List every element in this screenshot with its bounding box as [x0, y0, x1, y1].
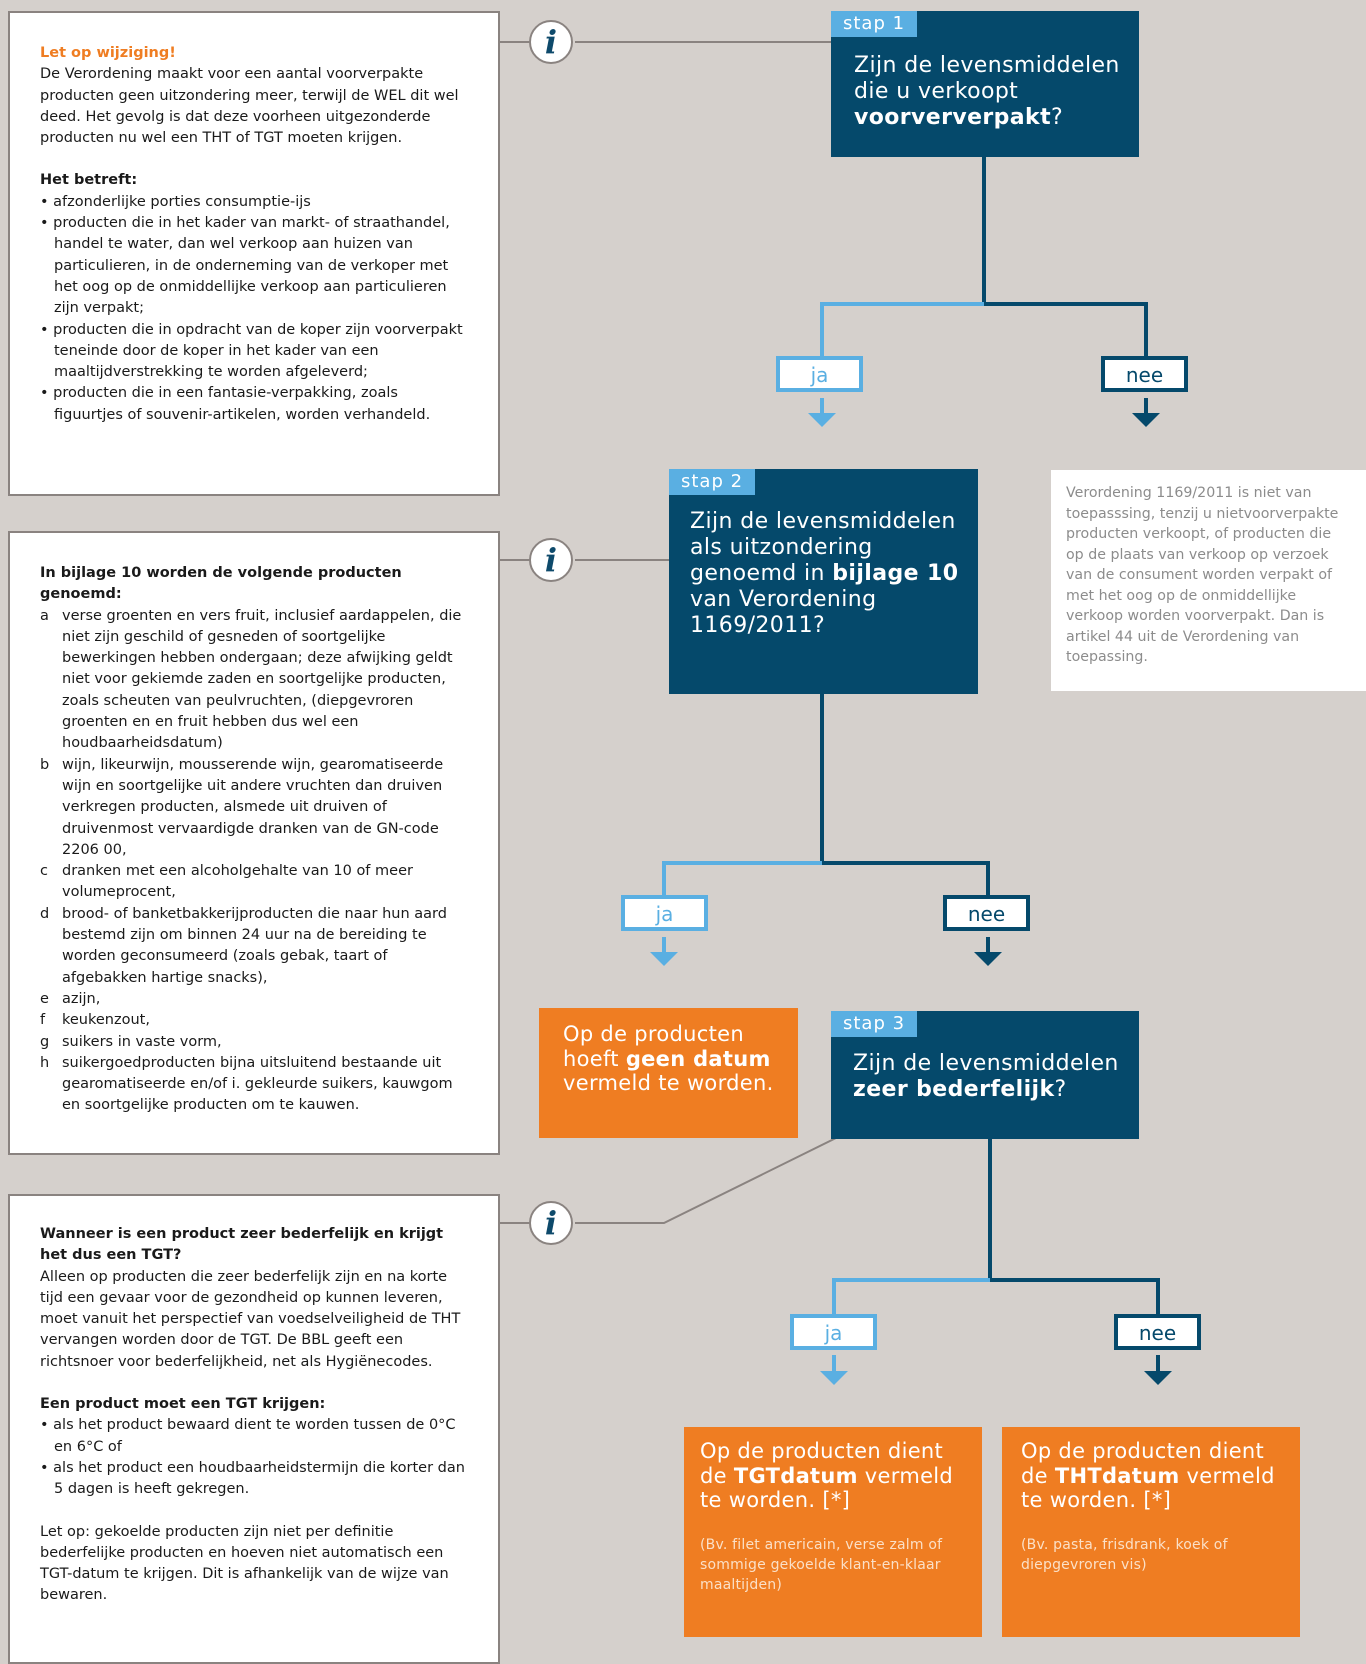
answer-ja-2[interactable]: ja — [621, 895, 708, 931]
list-item: producten die in een fantasie-verpakking… — [40, 383, 470, 426]
list-item: als het product bewaard dient te worden … — [40, 1415, 470, 1458]
info-box-changes: Let op wijziging! De Verordening maakt v… — [8, 11, 500, 496]
info-box-perishable-list: als het product bewaard dient te worden … — [40, 1415, 470, 1500]
info-box-changes-title: Let op wijziging! — [40, 45, 176, 61]
info-box-changes-list: afzonderlijke porties consumptie-ijs pro… — [40, 192, 470, 426]
step-1-box: stap 1 Zijn de levensmiddelen die u verk… — [831, 11, 1139, 157]
info-box-perishable-title: Wanneer is een product zeer bederfelijk … — [40, 1226, 444, 1264]
answer-nee-2[interactable]: nee — [943, 895, 1030, 931]
arrow-nee-2 — [974, 952, 1002, 966]
step-2-question: Zijn de levensmiddelen als uitzondering … — [690, 509, 959, 638]
info-box-changes-intro: De Verordening maakt voor een aantal voo… — [40, 66, 459, 147]
step-3-box: stap 3 Zijn de levensmiddelen zeer beder… — [831, 1011, 1139, 1139]
info-box-changes-subtitle: Het betreft: — [40, 172, 138, 189]
step-3-tag: stap 3 — [831, 1011, 918, 1037]
step3-branch-nee — [990, 1278, 1160, 1315]
outcome-tgt-text: Op de producten dient de TGTdatum vermel… — [700, 1439, 954, 1512]
step-2-tag: stap 2 — [669, 469, 756, 495]
answer-nee-1[interactable]: nee — [1101, 356, 1188, 392]
list-item: als het product een houdbaarheidstermijn… — [40, 1458, 470, 1501]
info-connector-3b — [575, 1137, 837, 1224]
arrow-nee-1 — [1132, 413, 1160, 427]
step-1-tag: stap 1 — [831, 11, 918, 37]
arrow-ja-1 — [808, 413, 836, 427]
step2-branch-nee — [822, 861, 990, 897]
info-icon[interactable]: i — [529, 1201, 573, 1245]
step1-branch-ja — [820, 302, 984, 358]
outcome-tgt-example: (Bv. filet americain, verse zalm of somm… — [700, 1536, 943, 1593]
outcome-tht-example: (Bv. pasta, frisdrank, koek of diepgevro… — [1021, 1536, 1228, 1573]
list-item: producten die in het kader van markt- of… — [40, 213, 470, 319]
step-3-question: Zijn de levensmiddelen zeer bederfelijk? — [853, 1051, 1119, 1102]
answer-nee-3[interactable]: nee — [1114, 1314, 1201, 1350]
info-box-annex10: In bijlage 10 worden de volgende product… — [8, 531, 500, 1155]
step2-branch-ja — [662, 861, 822, 897]
outcome-tht-text: Op de producten dient de THTdatum vermel… — [1021, 1439, 1275, 1512]
list-item: afzonderlijke porties consumptie-ijs — [40, 192, 470, 213]
outcome-tht: Op de producten dient de THTdatum vermel… — [1002, 1427, 1300, 1637]
info-box-perishable-p2: Let op: gekoelde producten zijn niet per… — [40, 1523, 449, 1604]
list-item: producten die in opdracht van de koper z… — [40, 320, 470, 384]
arrow-ja-2 — [650, 952, 678, 966]
step-2-box: stap 2 Zijn de levensmiddelen als uitzon… — [669, 469, 978, 694]
outcome-no-date: Op de producten hoeft geen datum vermeld… — [539, 1008, 798, 1138]
arrow-ja-3 — [820, 1371, 848, 1385]
info-icon[interactable]: i — [529, 20, 573, 64]
arrow-nee-3 — [1144, 1371, 1172, 1385]
answer-ja-3[interactable]: ja — [790, 1314, 877, 1350]
step-1-question: Zijn de levensmiddelen die u verkoopt vo… — [854, 53, 1120, 130]
answer-ja-1[interactable]: ja — [776, 356, 863, 392]
step1-branch-nee — [984, 302, 1148, 358]
note-not-applicable: Verordening 1169/2011 is niet van toepas… — [1051, 470, 1366, 691]
info-box-annex10-title: In bijlage 10 worden de volgende product… — [40, 565, 402, 603]
info-box-perishable-p1: Alleen op producten die zeer bederfelijk… — [40, 1268, 461, 1370]
info-box-perishable-subtitle: Een product moet een TGT krijgen: — [40, 1396, 326, 1413]
info-icon[interactable]: i — [529, 538, 573, 582]
info-box-perishable: Wanneer is een product zeer bederfelijk … — [8, 1194, 500, 1664]
outcome-tgt: Op de producten dient de TGTdatum vermel… — [684, 1427, 982, 1637]
step3-branch-ja — [832, 1278, 990, 1315]
